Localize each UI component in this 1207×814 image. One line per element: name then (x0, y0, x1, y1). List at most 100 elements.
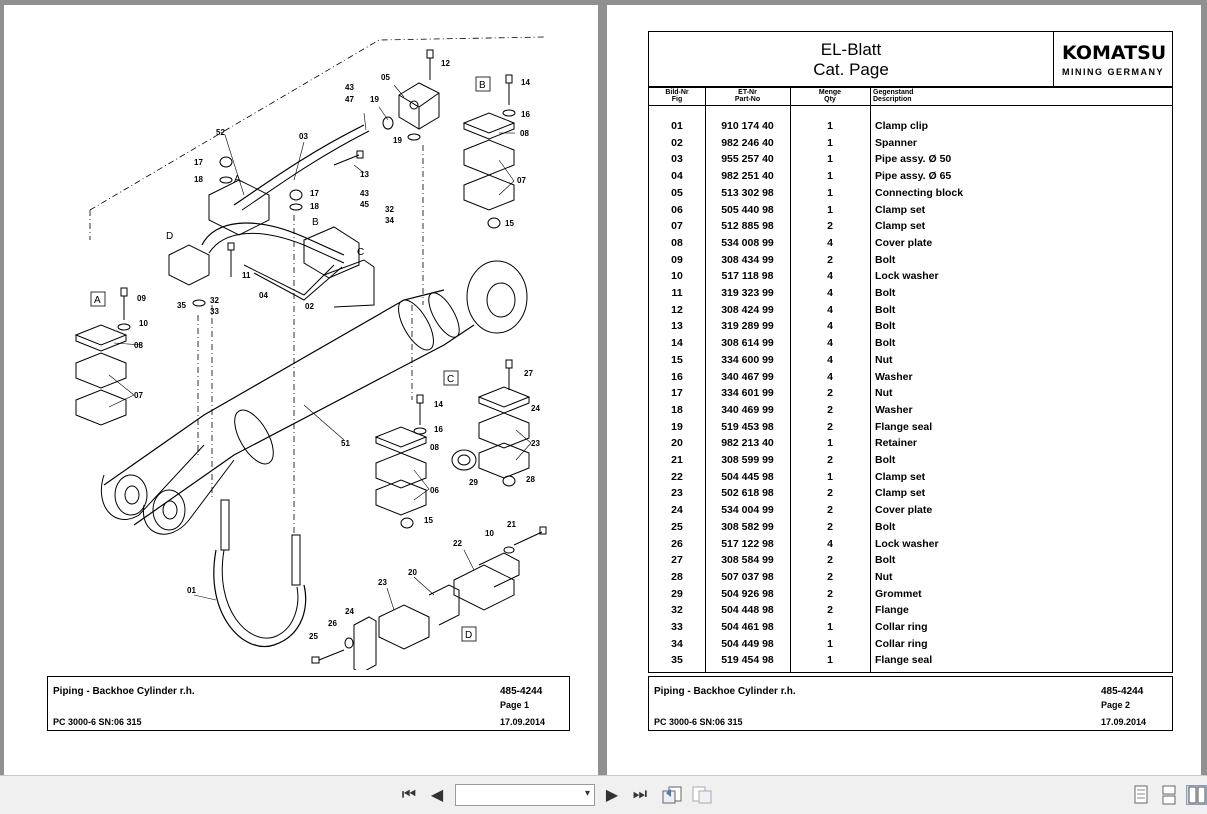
quantity-cell: 2 (827, 253, 833, 266)
callout: 16 (434, 425, 443, 434)
part-number-cell: 502 618 98 (721, 487, 774, 500)
quantity-cell: 4 (827, 303, 833, 316)
page-select[interactable]: ▾ (455, 784, 595, 806)
description-cell: Cover plate (875, 236, 933, 249)
quantity-cell: 4 (827, 270, 833, 283)
callout: 01 (187, 586, 196, 595)
callout: 08 (430, 443, 439, 452)
back-view-icon (662, 786, 682, 804)
forward-view-icon (692, 786, 712, 804)
part-number-cell: 504 461 98 (721, 621, 774, 633)
continuous-page-icon (1162, 785, 1176, 805)
quantity-cell: 1 (827, 470, 833, 483)
quantity-cell: 4 (827, 353, 833, 366)
description-cell: Lock washer (875, 537, 939, 550)
footer-model: PC 3000-6 SN:06 315 (53, 717, 142, 727)
part-number-cell: 982 251 40 (721, 170, 774, 183)
quantity-cell: 2 (827, 570, 833, 583)
callout: 03 (299, 132, 308, 141)
callout: 34 (385, 216, 394, 225)
callout: 13 (360, 170, 369, 179)
continuous-view-button[interactable] (1158, 785, 1180, 805)
leader-lines (108, 84, 532, 611)
detail-mark-b: B (312, 217, 319, 228)
description-cell: Bolt (875, 337, 896, 350)
callout: 43 (345, 83, 354, 92)
quantity-cell: 1 (827, 654, 833, 667)
part-number-cell: 534 008 99 (721, 236, 774, 249)
first-page-button[interactable]: ⏮ (398, 785, 420, 805)
description-cell: Bolt (875, 454, 896, 466)
last-page-button[interactable]: ⏭ (629, 785, 651, 805)
quantity-cell: 2 (827, 487, 833, 500)
description-cell: Retainer (875, 437, 918, 450)
description-cell: Collar ring (875, 637, 928, 650)
fig-cell: 12 (671, 303, 683, 316)
quantity-cell: 1 (827, 136, 833, 149)
go-back-view-button[interactable] (660, 785, 684, 805)
description-cell: Clamp set (875, 203, 926, 216)
single-page-view-button[interactable] (1130, 785, 1152, 805)
fig-cell: 19 (671, 420, 683, 433)
callout: 45 (360, 200, 369, 209)
previous-page-button[interactable]: ◀ (427, 785, 447, 805)
quantity-cell: 2 (827, 420, 833, 433)
detail-boxes (90, 76, 491, 642)
description-cell: Bolt (875, 253, 896, 266)
parts-table: Bild-Nr Fig ET-Nr Part-No Menge Qty Gege… (648, 87, 1173, 673)
part-number-cell: 319 289 99 (721, 320, 774, 333)
callout: 26 (328, 619, 337, 628)
connecting-blocks (168, 82, 440, 308)
callout: 24 (345, 607, 354, 616)
callout: 51 (341, 439, 350, 448)
fig-cell: 34 (671, 637, 683, 650)
callout: 07 (517, 176, 526, 185)
description-cell: Cover plate (875, 504, 933, 517)
footer-title: Piping - Backhoe Cylinder r.h. (654, 686, 796, 697)
quantity-cell: 2 (827, 403, 833, 416)
facing-pages-view-button[interactable] (1186, 785, 1207, 805)
part-number-cell: 982 213 40 (721, 437, 774, 450)
fig-cell: 28 (671, 570, 683, 583)
fig-cell: 06 (671, 203, 683, 216)
fig-cell: 14 (671, 337, 683, 350)
fig-cell: 33 (671, 621, 683, 633)
part-number-cell: 504 926 98 (721, 587, 774, 600)
fig-cell: 01 (671, 120, 683, 132)
part-number-cell: 319 323 99 (721, 287, 774, 299)
callout: 08 (134, 341, 143, 350)
col-header-fig-en: Fig (671, 96, 683, 103)
description-cell: Pipe assy. Ø 65 (875, 170, 952, 183)
quantity-cell: 2 (827, 520, 833, 533)
fasteners (117, 49, 547, 664)
col-header-fig: Bild-Nr Fig (649, 89, 705, 103)
clamp-clip (213, 499, 307, 648)
description-cell: Bolt (875, 554, 896, 567)
fig-cell: 15 (671, 353, 683, 366)
part-number-cell: 334 601 99 (721, 387, 774, 400)
go-forward-view-button[interactable] (690, 785, 714, 805)
next-page-button[interactable]: ▶ (602, 785, 622, 805)
part-number-cell: 519 453 98 (721, 420, 774, 433)
previous-page-icon: ◀ (430, 787, 444, 804)
footer-page-number: Page 1 (500, 700, 530, 710)
quantity-cell: 2 (827, 587, 833, 600)
quantity-cell: 2 (827, 504, 833, 517)
description-cell: Nut (875, 353, 893, 366)
callout: 11 (242, 271, 251, 280)
quantity-cell: 1 (827, 437, 833, 450)
